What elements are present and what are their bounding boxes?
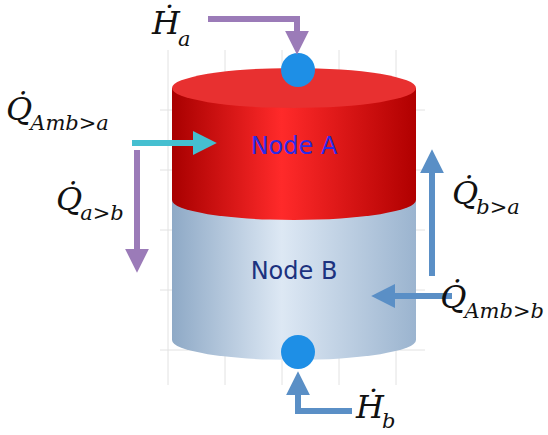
- enthalpy-arrow: [208, 19, 297, 44]
- subscript-label: Amb>b: [464, 300, 544, 323]
- quantity-symbol: Q̇: [56, 182, 82, 217]
- subscript-label: a: [178, 28, 191, 51]
- quantity-symbol: Q̇: [440, 280, 466, 315]
- enthalpy-arrow: [298, 382, 352, 411]
- quantity-symbol: Q̇: [6, 92, 32, 127]
- outlet-port: [281, 335, 315, 369]
- quantity-symbol: Ḣ: [152, 6, 180, 41]
- subscript-label: a>b: [80, 202, 124, 225]
- tank-node: Node A: [172, 106, 416, 186]
- node-label: Node A: [251, 133, 338, 159]
- subscript-label: b: [382, 410, 395, 433]
- inlet-port: [281, 53, 315, 87]
- heat-arrow: [429, 160, 435, 276]
- heat-arrow: [132, 140, 206, 146]
- heat-arrow: [134, 150, 140, 262]
- quantity-symbol: Ḣ: [356, 390, 384, 425]
- node-label: Node B: [251, 258, 338, 284]
- background-grid: [160, 50, 425, 385]
- tank-node: Node B: [172, 226, 416, 316]
- subscript-label: Amb>a: [30, 112, 109, 135]
- quantity-symbol: Q̇: [452, 176, 478, 211]
- subscript-label: b>a: [476, 196, 520, 219]
